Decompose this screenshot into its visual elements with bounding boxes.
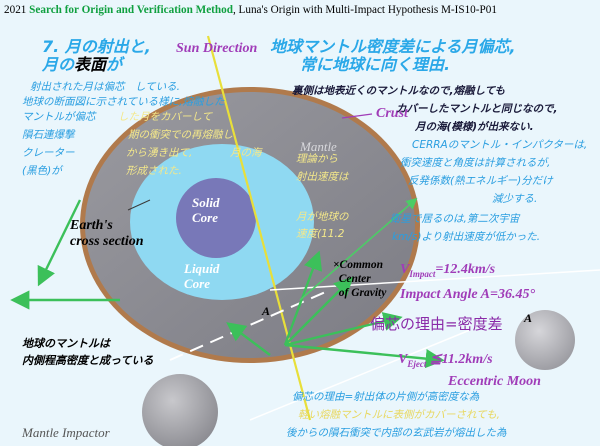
v-eject-label: VEject ≦11.2km/s bbox=[398, 352, 493, 369]
v-impact-label: VImpact=12.4km/s bbox=[400, 262, 495, 279]
liquid-core-label: Liquid Core bbox=[184, 261, 220, 291]
green-arrow-3 bbox=[284, 312, 403, 347]
right-dark-note-2: カバーしたマントルと同じなので, bbox=[396, 103, 558, 115]
middle-note-4: 形成された. bbox=[126, 165, 182, 177]
header-prefix: 2021 bbox=[4, 4, 30, 16]
earths-cross-section-label: Earth's cross section bbox=[70, 218, 144, 249]
right-dark-note-1: 裏側は地表近くのマントルなので,熔融しても bbox=[292, 85, 506, 97]
left-note-2: 地球の断面図に示されている様に,熔融した bbox=[22, 96, 225, 108]
green-arrow-7 bbox=[299, 197, 418, 301]
v-impact-sub: Impact bbox=[409, 268, 436, 279]
title-right-line-1: 地球マントル密度差による月偏芯, bbox=[270, 37, 516, 56]
header-green-title: Search for Origin and Verification Metho… bbox=[29, 4, 233, 16]
title-line-2b: 表面 bbox=[74, 55, 107, 74]
v-eject-sub: Eject bbox=[407, 358, 427, 369]
middle-note-2: 期の衝突での再熔融し bbox=[128, 129, 233, 141]
title-right-line-2: 常に地球に向く理由. bbox=[300, 55, 451, 74]
earth-mantle-note-1: 地球のマントルは bbox=[22, 337, 110, 350]
right-cyan-note-4: 減少する. bbox=[492, 193, 538, 205]
right-cyan-note-1: CERRAのマントル・インパクターは, bbox=[412, 139, 588, 151]
impact-angle-label: Impact Angle A=36.45° bbox=[400, 287, 536, 302]
slide-header: 2021 Search for Origin and Verification … bbox=[4, 4, 600, 16]
reason-label: 偏芯の理由=密度差 bbox=[370, 315, 503, 333]
left-note-5: クレーター bbox=[22, 147, 75, 159]
v-impact-v: V bbox=[400, 262, 410, 277]
cross-section-pointer bbox=[127, 199, 151, 211]
mare-word: 月の海 bbox=[230, 147, 262, 159]
common-center-label: ×Common Center of Gravity bbox=[333, 259, 387, 300]
crust-label: Crust bbox=[376, 106, 408, 121]
center-note-5: 速度(11.2 bbox=[296, 228, 345, 240]
eccentric-moon bbox=[515, 310, 575, 370]
title-line-2c: が bbox=[106, 55, 123, 74]
mantle-label: Mantle bbox=[300, 139, 337, 154]
angle-a-label-left: A bbox=[262, 304, 271, 318]
orbit-guide-line bbox=[269, 269, 600, 291]
v-eject-value: ≦11.2km/s bbox=[426, 352, 493, 367]
center-note-4: 月が地球の bbox=[296, 211, 349, 223]
mantle-impactor bbox=[142, 374, 218, 446]
green-arrow-4 bbox=[226, 322, 271, 356]
impactor-track-line bbox=[249, 329, 471, 421]
left-note-4: 隕石連爆撃 bbox=[22, 129, 75, 141]
center-note-2: 射出速度は bbox=[296, 171, 349, 183]
title-line-2a: 月の bbox=[42, 55, 75, 74]
sun-direction-label: Sun Direction bbox=[176, 41, 258, 56]
green-arrow-1 bbox=[283, 250, 323, 346]
green-arrow-8 bbox=[284, 343, 445, 369]
earth-mantle-note-2: 内側程高密度と成っている bbox=[22, 354, 154, 367]
sun-direction-line bbox=[206, 35, 312, 421]
bottom-note-2: 軽い熔融マントルに表側がカバーされても, bbox=[298, 409, 500, 421]
solid-core-label: Solid Core bbox=[192, 195, 220, 225]
middle-note-3: から湧き出て, bbox=[126, 147, 193, 159]
right-cyan-note-6: km/s)より射出速度が低かった. bbox=[392, 231, 541, 243]
middle-note-1: した月をカバーして bbox=[118, 111, 213, 123]
center-note-1: 理論から bbox=[296, 153, 338, 165]
left-note-6: (黒色)が bbox=[22, 165, 62, 177]
bottom-note-3: 後からの隕石衝突で内部の玄武岩が熔出した為 bbox=[286, 427, 507, 439]
eject-dashed-line bbox=[169, 289, 331, 361]
bottom-note-1: 偏芯の理由=射出体の片側が高密度な為 bbox=[292, 391, 480, 403]
solid-core bbox=[176, 178, 256, 258]
left-note-3: マントルが偏芯 bbox=[22, 111, 96, 123]
green-arrow-2 bbox=[284, 276, 354, 346]
title-line-2: 月の表面が bbox=[42, 56, 122, 74]
green-arrow-6 bbox=[37, 199, 82, 287]
right-cyan-note-5: 衛星で居るのは,第二次宇宙 bbox=[390, 213, 520, 225]
right-dark-note-3: 月の海(模様)が出来ない. bbox=[415, 121, 534, 133]
title-line-1: 7. 月の射出と, bbox=[42, 37, 151, 56]
mantle-impactor-label: Mantle Impactor bbox=[22, 425, 110, 440]
eccentric-moon-label: Eccentric Moon bbox=[448, 374, 541, 389]
right-cyan-note-2: 衝突速度と角度は計算されるが, bbox=[400, 157, 551, 169]
crust-pointer bbox=[341, 113, 373, 119]
v-impact-value: =12.4km/s bbox=[435, 262, 496, 277]
left-note-1: 射出された月は偏芯 している. bbox=[30, 81, 181, 93]
right-cyan-note-3: 反発係数(熱エネルギー)分だけ bbox=[408, 175, 553, 187]
header-suffix: , Luna's Origin with Multi-Impact Hypoth… bbox=[232, 4, 497, 16]
angle-a-label-right: A bbox=[524, 311, 533, 325]
v-eject-v: V bbox=[398, 352, 408, 367]
